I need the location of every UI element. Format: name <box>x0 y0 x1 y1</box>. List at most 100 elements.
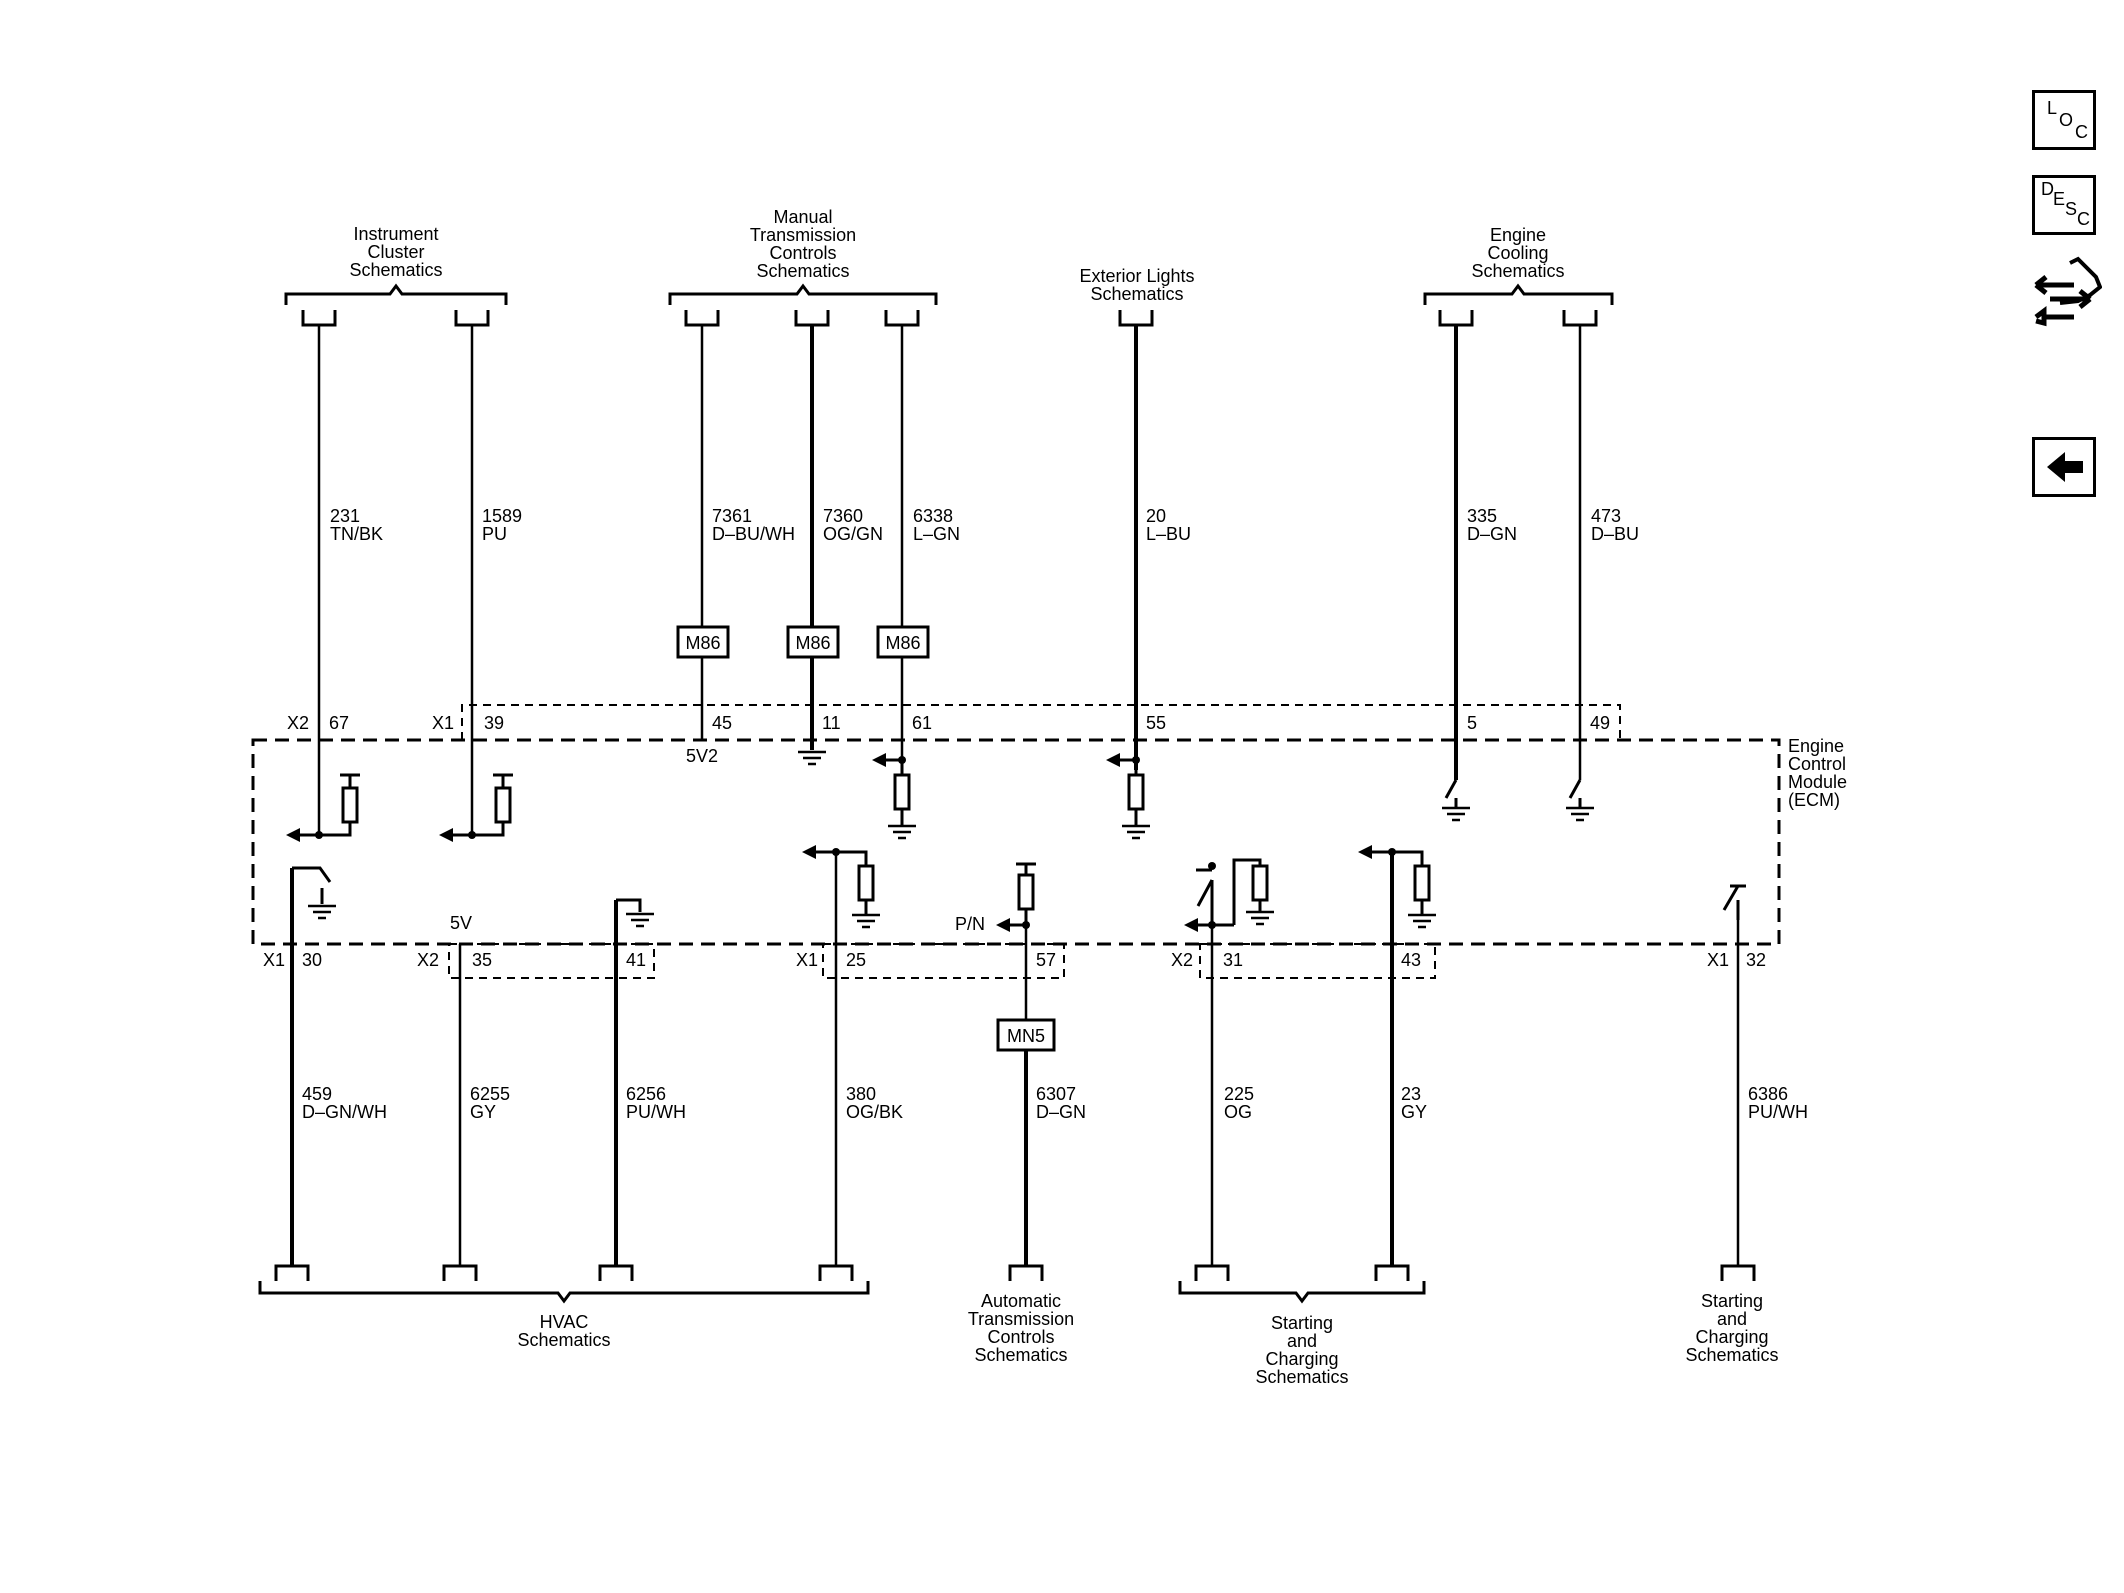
wire-6256-circuit: 6256 <box>626 1084 666 1104</box>
arrow-231 <box>286 828 300 842</box>
instrument-cluster-bracket <box>284 283 508 305</box>
starting-charging-b-label-2: and <box>1717 1309 1747 1329</box>
ground-symbol-6256 <box>626 912 654 928</box>
conn-x2-top-label: X2 <box>287 713 309 733</box>
back-button[interactable] <box>2032 437 2096 497</box>
loc-letter-o: O <box>2059 110 2074 130</box>
manual-trans-label-2: Transmission <box>750 225 856 245</box>
wire-1589-circuit: 1589 <box>482 506 522 526</box>
wire-6386-circuit: 6386 <box>1748 1084 1788 1104</box>
pin-35-label: 35 <box>472 950 492 970</box>
pin-61-label: 61 <box>912 713 932 733</box>
starting-charging-b-label-4: Schematics <box>1685 1345 1778 1365</box>
instrument-cluster-label-3: Schematics <box>349 260 442 280</box>
auto-trans-label-3: Controls <box>987 1327 1054 1347</box>
ground-symbol-459 <box>308 904 336 920</box>
splice-box-mn5 <box>996 1018 1056 1052</box>
junction-dot-20 <box>1132 756 1140 764</box>
conn-x1-bottom-c-label: X1 <box>1707 950 1729 970</box>
circuit-225 <box>1188 858 1262 927</box>
starting-charging-a-label-1: Starting <box>1271 1313 1333 1333</box>
loc-button[interactable]: L O C <box>2032 90 2096 150</box>
engine-cooling-label-3: Schematics <box>1471 261 1564 281</box>
ground-wire-6256 <box>616 898 642 912</box>
starting-charging-bracket <box>1178 1281 1426 1304</box>
engine-cooling-label-1: Engine <box>1490 225 1546 245</box>
resistor-23 <box>1413 864 1431 902</box>
connector-wrench-icon <box>2034 256 2103 327</box>
resistor-225 <box>1251 864 1269 902</box>
pin-5v2-label: 5V2 <box>686 746 718 766</box>
bottom-connector-cup-a <box>274 1264 310 1281</box>
pin-67-label: 67 <box>329 713 349 733</box>
junction-dot-6307 <box>1022 921 1030 929</box>
splice-box-m86-a <box>676 625 730 659</box>
bottom-connector-cup-g <box>1374 1264 1410 1281</box>
pin-5v-label: 5V <box>450 913 472 933</box>
manual-trans-label-1: Manual <box>773 207 832 227</box>
starting-charging-b-label-1: Starting <box>1701 1291 1763 1311</box>
circuit-6307 <box>1000 862 1036 927</box>
wire-225-circuit: 225 <box>1224 1084 1254 1104</box>
loc-letter-l: L <box>2047 98 2058 118</box>
instrument-cluster-label-1: Instrument <box>353 224 438 244</box>
ecm-label-3: Module <box>1788 772 1847 792</box>
conn-x1-bottom-b-label: X1 <box>796 950 818 970</box>
junction-dot-231 <box>315 831 323 839</box>
wire-335-color: D–GN <box>1467 524 1517 544</box>
ground-symbol-335 <box>1442 806 1470 822</box>
splice-label-m86-c: M86 <box>885 633 920 653</box>
pin-32-label: 32 <box>1746 950 1766 970</box>
conn-x2-bottom-b-label: X2 <box>1171 950 1193 970</box>
conn-x1-top-label: X1 <box>432 713 454 733</box>
wire-20-color: L–BU <box>1146 524 1191 544</box>
splice-box-m86-b <box>786 625 840 659</box>
instrument-cluster-label-2: Cluster <box>367 242 424 262</box>
wire-23-circuit: 23 <box>1401 1084 1421 1104</box>
ecm-label-2: Control <box>1788 754 1846 774</box>
ecm-label-4: (ECM) <box>1788 790 1840 810</box>
pin-pn-label: P/N <box>955 914 985 934</box>
wire-1589-color: PU <box>482 524 507 544</box>
wire-6338-circuit: 6338 <box>913 506 953 526</box>
splice-box-m86-c <box>876 625 930 659</box>
arrow-380 <box>802 845 816 859</box>
manual-trans-label-4: Schematics <box>756 261 849 281</box>
exterior-lights-label-1: Exterior Lights <box>1079 266 1194 286</box>
resistor-380 <box>857 864 875 902</box>
wire-7360-circuit: 7360 <box>823 506 863 526</box>
bottom-connector-cup-e <box>1008 1264 1044 1281</box>
pin-5-label: 5 <box>1467 713 1477 733</box>
circuit-380 <box>836 850 868 915</box>
ground-symbol-23 <box>1408 913 1436 929</box>
wire-380-color: OG/BK <box>846 1102 903 1122</box>
wire-335-circuit: 335 <box>1467 506 1497 526</box>
connector-tool-button[interactable] <box>2030 255 2103 335</box>
hvac-bracket <box>258 1281 870 1304</box>
exterior-lights-label-2: Schematics <box>1090 284 1183 304</box>
wire-380-circuit: 380 <box>846 1084 876 1104</box>
ground-symbol-225 <box>1246 910 1274 926</box>
desc-letter-s: S <box>2065 199 2078 219</box>
bottom-connector-cup-h <box>1720 1264 1756 1281</box>
wire-459-color: D–GN/WH <box>302 1102 387 1122</box>
top-connector-cup-e <box>884 310 920 327</box>
junction-dot-380 <box>832 848 840 856</box>
pin-43-label: 43 <box>1401 950 1421 970</box>
x1-bottom-connector-region <box>822 943 1065 979</box>
wire-473-color: D–BU <box>1591 524 1639 544</box>
pin-57-label: 57 <box>1036 950 1056 970</box>
ground-symbol-20 <box>1122 824 1150 840</box>
wire-6386-color: PU/WH <box>1748 1102 1808 1122</box>
bottom-connector-cup-f <box>1194 1264 1230 1281</box>
wire-6256-color: PU/WH <box>626 1102 686 1122</box>
desc-button[interactable]: D E S C <box>2032 175 2096 235</box>
conn-x2-bottom-a-label: X2 <box>417 950 439 970</box>
engine-cooling-label-2: Cooling <box>1487 243 1548 263</box>
ecm-boundary <box>251 738 1781 946</box>
wire-473-circuit: 473 <box>1591 506 1621 526</box>
ground-symbol-6338 <box>888 824 916 840</box>
pin-30-label: 30 <box>302 950 322 970</box>
wire-459-circuit: 459 <box>302 1084 332 1104</box>
top-connector-cup-g <box>1438 310 1474 327</box>
